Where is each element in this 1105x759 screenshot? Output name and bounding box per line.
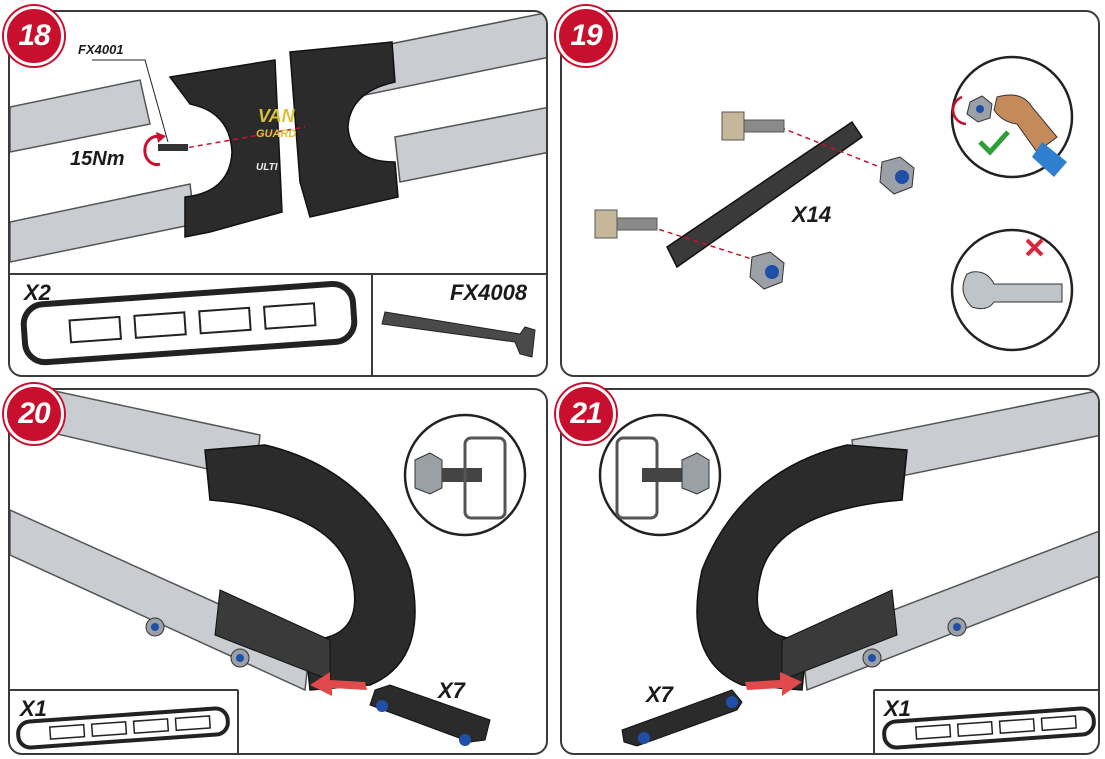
brand-logo-line2: GUARD (256, 128, 297, 140)
step-number-19: 19 (556, 6, 616, 66)
roof-bar-right-lower (394, 107, 546, 183)
qty-label: X14 (792, 202, 832, 227)
part-code-leader (92, 59, 169, 143)
torque-label: 15Nm (70, 148, 125, 170)
kit-qty-label: X2 (24, 280, 51, 305)
arrow-icon (745, 672, 802, 696)
foot-bracket (204, 444, 416, 691)
strap-inset (16, 706, 230, 750)
side-rail (801, 530, 1098, 692)
part-qty-label: X7 (438, 678, 465, 703)
step-20-illustration (10, 390, 527, 753)
inset-qty-label: X1 (20, 696, 47, 721)
brand-logo-line1: VAN (258, 106, 295, 126)
foot-bracket (696, 444, 908, 691)
bolt (158, 144, 188, 151)
step-21-panel: X1 X7 (560, 388, 1100, 755)
allen-key (381, 311, 536, 358)
step-18-panel: FX4001 15Nm VAN GUARD ULTI X2 FX4008 (8, 10, 548, 377)
strap-piece (369, 684, 491, 743)
tool-code-label: FX4008 (450, 280, 528, 305)
brand-logo-line3: ULTI (256, 162, 278, 173)
part-qty-label: X7 (646, 682, 673, 707)
step-20-panel: X1 X7 (8, 388, 548, 755)
slotted-plate (666, 120, 864, 269)
rotate-arrow-icon (143, 135, 161, 166)
strap-piece (621, 689, 743, 747)
strap-inset (882, 706, 1096, 750)
step-number-20: 20 (4, 384, 64, 444)
step-21-illustration (598, 390, 1098, 753)
t-bolt-lower (594, 209, 618, 239)
t-bolt-upper (721, 111, 745, 141)
step-number-18: 18 (4, 6, 64, 66)
end-cap-right (289, 41, 399, 218)
check-icon (978, 130, 1010, 156)
inset-qty-label: X1 (884, 696, 911, 721)
step-18-illustration (10, 12, 546, 375)
roof-bar-left-lower (10, 183, 196, 263)
step-19-panel: X14 (560, 10, 1100, 377)
alignment-line (179, 126, 306, 150)
strap-part (20, 280, 358, 366)
rotate-arrow-icon (951, 95, 967, 126)
side-rail (10, 509, 311, 692)
wrench-icon (962, 271, 1063, 310)
part-code-label: FX4001 (78, 42, 124, 57)
step-19-illustration (594, 55, 1074, 352)
arrow-icon (310, 672, 367, 696)
step-number-21: 21 (556, 384, 616, 444)
end-cap-left (168, 59, 283, 238)
roof-bar-left-upper (10, 79, 151, 153)
